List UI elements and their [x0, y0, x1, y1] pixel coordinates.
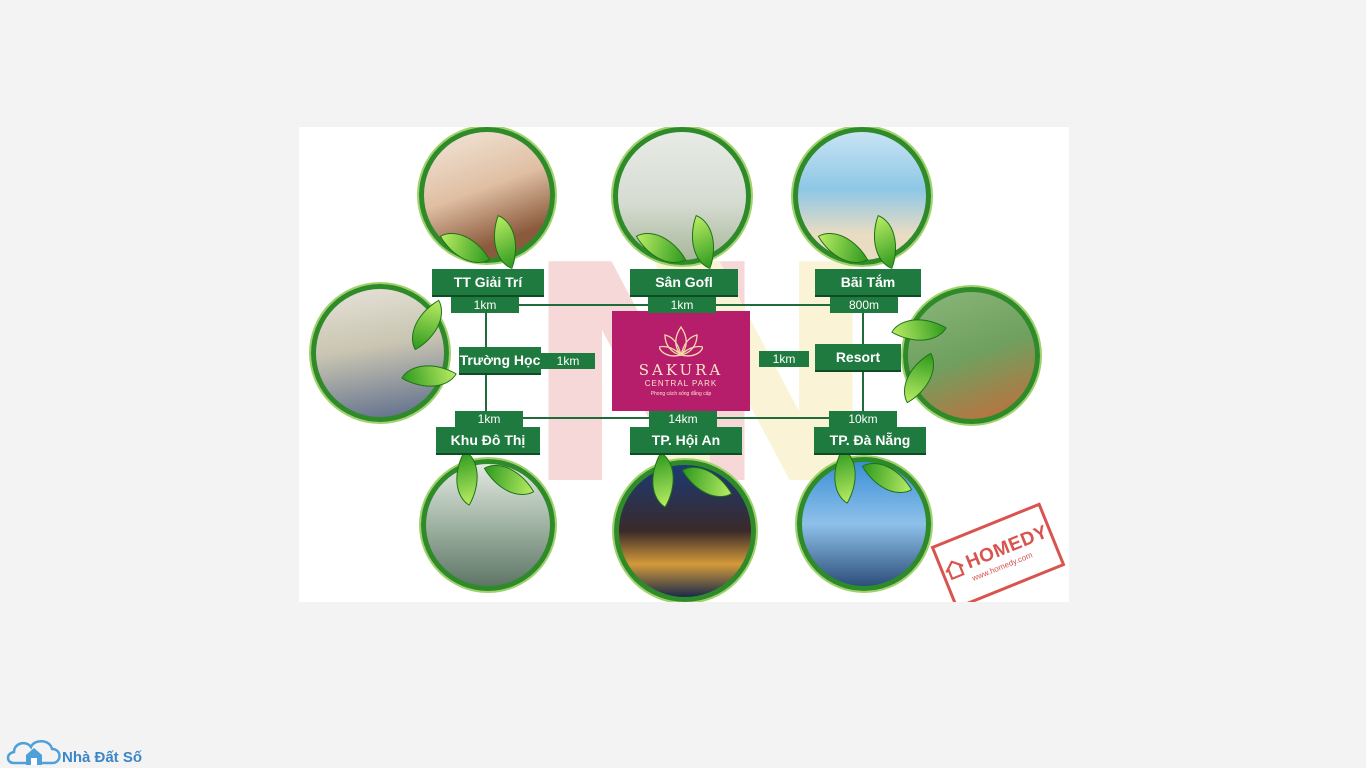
place-label-golf: Sân Gofl	[630, 269, 738, 297]
place-label-school: Trường Học	[459, 347, 541, 375]
place-photo-resort	[903, 287, 1040, 424]
place-label-entertainment: TT Giải Trí	[432, 269, 544, 297]
place-label-da-nang: TP. Đà Nẵng	[814, 427, 926, 455]
brand-name: SAKURA	[638, 361, 724, 379]
distance-badge-da-nang: 10km	[829, 411, 897, 427]
brand-tagline: Phong cách sống đẳng cấp	[650, 391, 712, 397]
place-label-urban-area: Khu Đô Thị	[436, 427, 540, 455]
place-label-beach: Bãi Tắm	[815, 269, 921, 297]
place-photo-urban-area	[421, 459, 555, 591]
place-label-resort: Resort	[815, 344, 901, 372]
distance-badge-resort: 1km	[759, 351, 809, 367]
place-label-hoi-an: TP. Hội An	[630, 427, 742, 455]
house-icon	[945, 559, 965, 580]
homedy-stamp: HOMEDY www.homedy.com	[930, 502, 1066, 602]
cloud-house-icon	[6, 740, 61, 765]
distance-badge-beach: 800m	[830, 297, 898, 313]
distance-badge-school: 1km	[541, 353, 595, 369]
brand-subname: CENTRAL PARK	[644, 379, 718, 388]
place-photo-school	[311, 284, 449, 422]
place-photo-hoi-an	[614, 460, 756, 602]
place-photo-beach	[793, 127, 931, 265]
distance-badge-golf: 1km	[648, 297, 716, 313]
infographic-canvas: N N SAKURA CENTRAL PARK Phong cách sống …	[299, 127, 1069, 602]
nha-dat-so-logo: Nhà Đất Số	[4, 733, 142, 767]
distance-badge-hoi-an: 14km	[649, 411, 717, 427]
distance-badge-entertainment: 1km	[451, 297, 519, 313]
place-photo-entertainment	[419, 127, 555, 263]
distance-badge-urban-area: 1km	[455, 411, 523, 427]
place-photo-golf	[613, 127, 751, 265]
place-photo-da-nang	[797, 457, 931, 591]
nha-dat-so-text: Nhà Đất Số	[62, 749, 143, 766]
sakura-central-park-logo: SAKURA CENTRAL PARK Phong cách sống đẳng…	[612, 311, 750, 411]
lotus-icon	[659, 325, 703, 357]
